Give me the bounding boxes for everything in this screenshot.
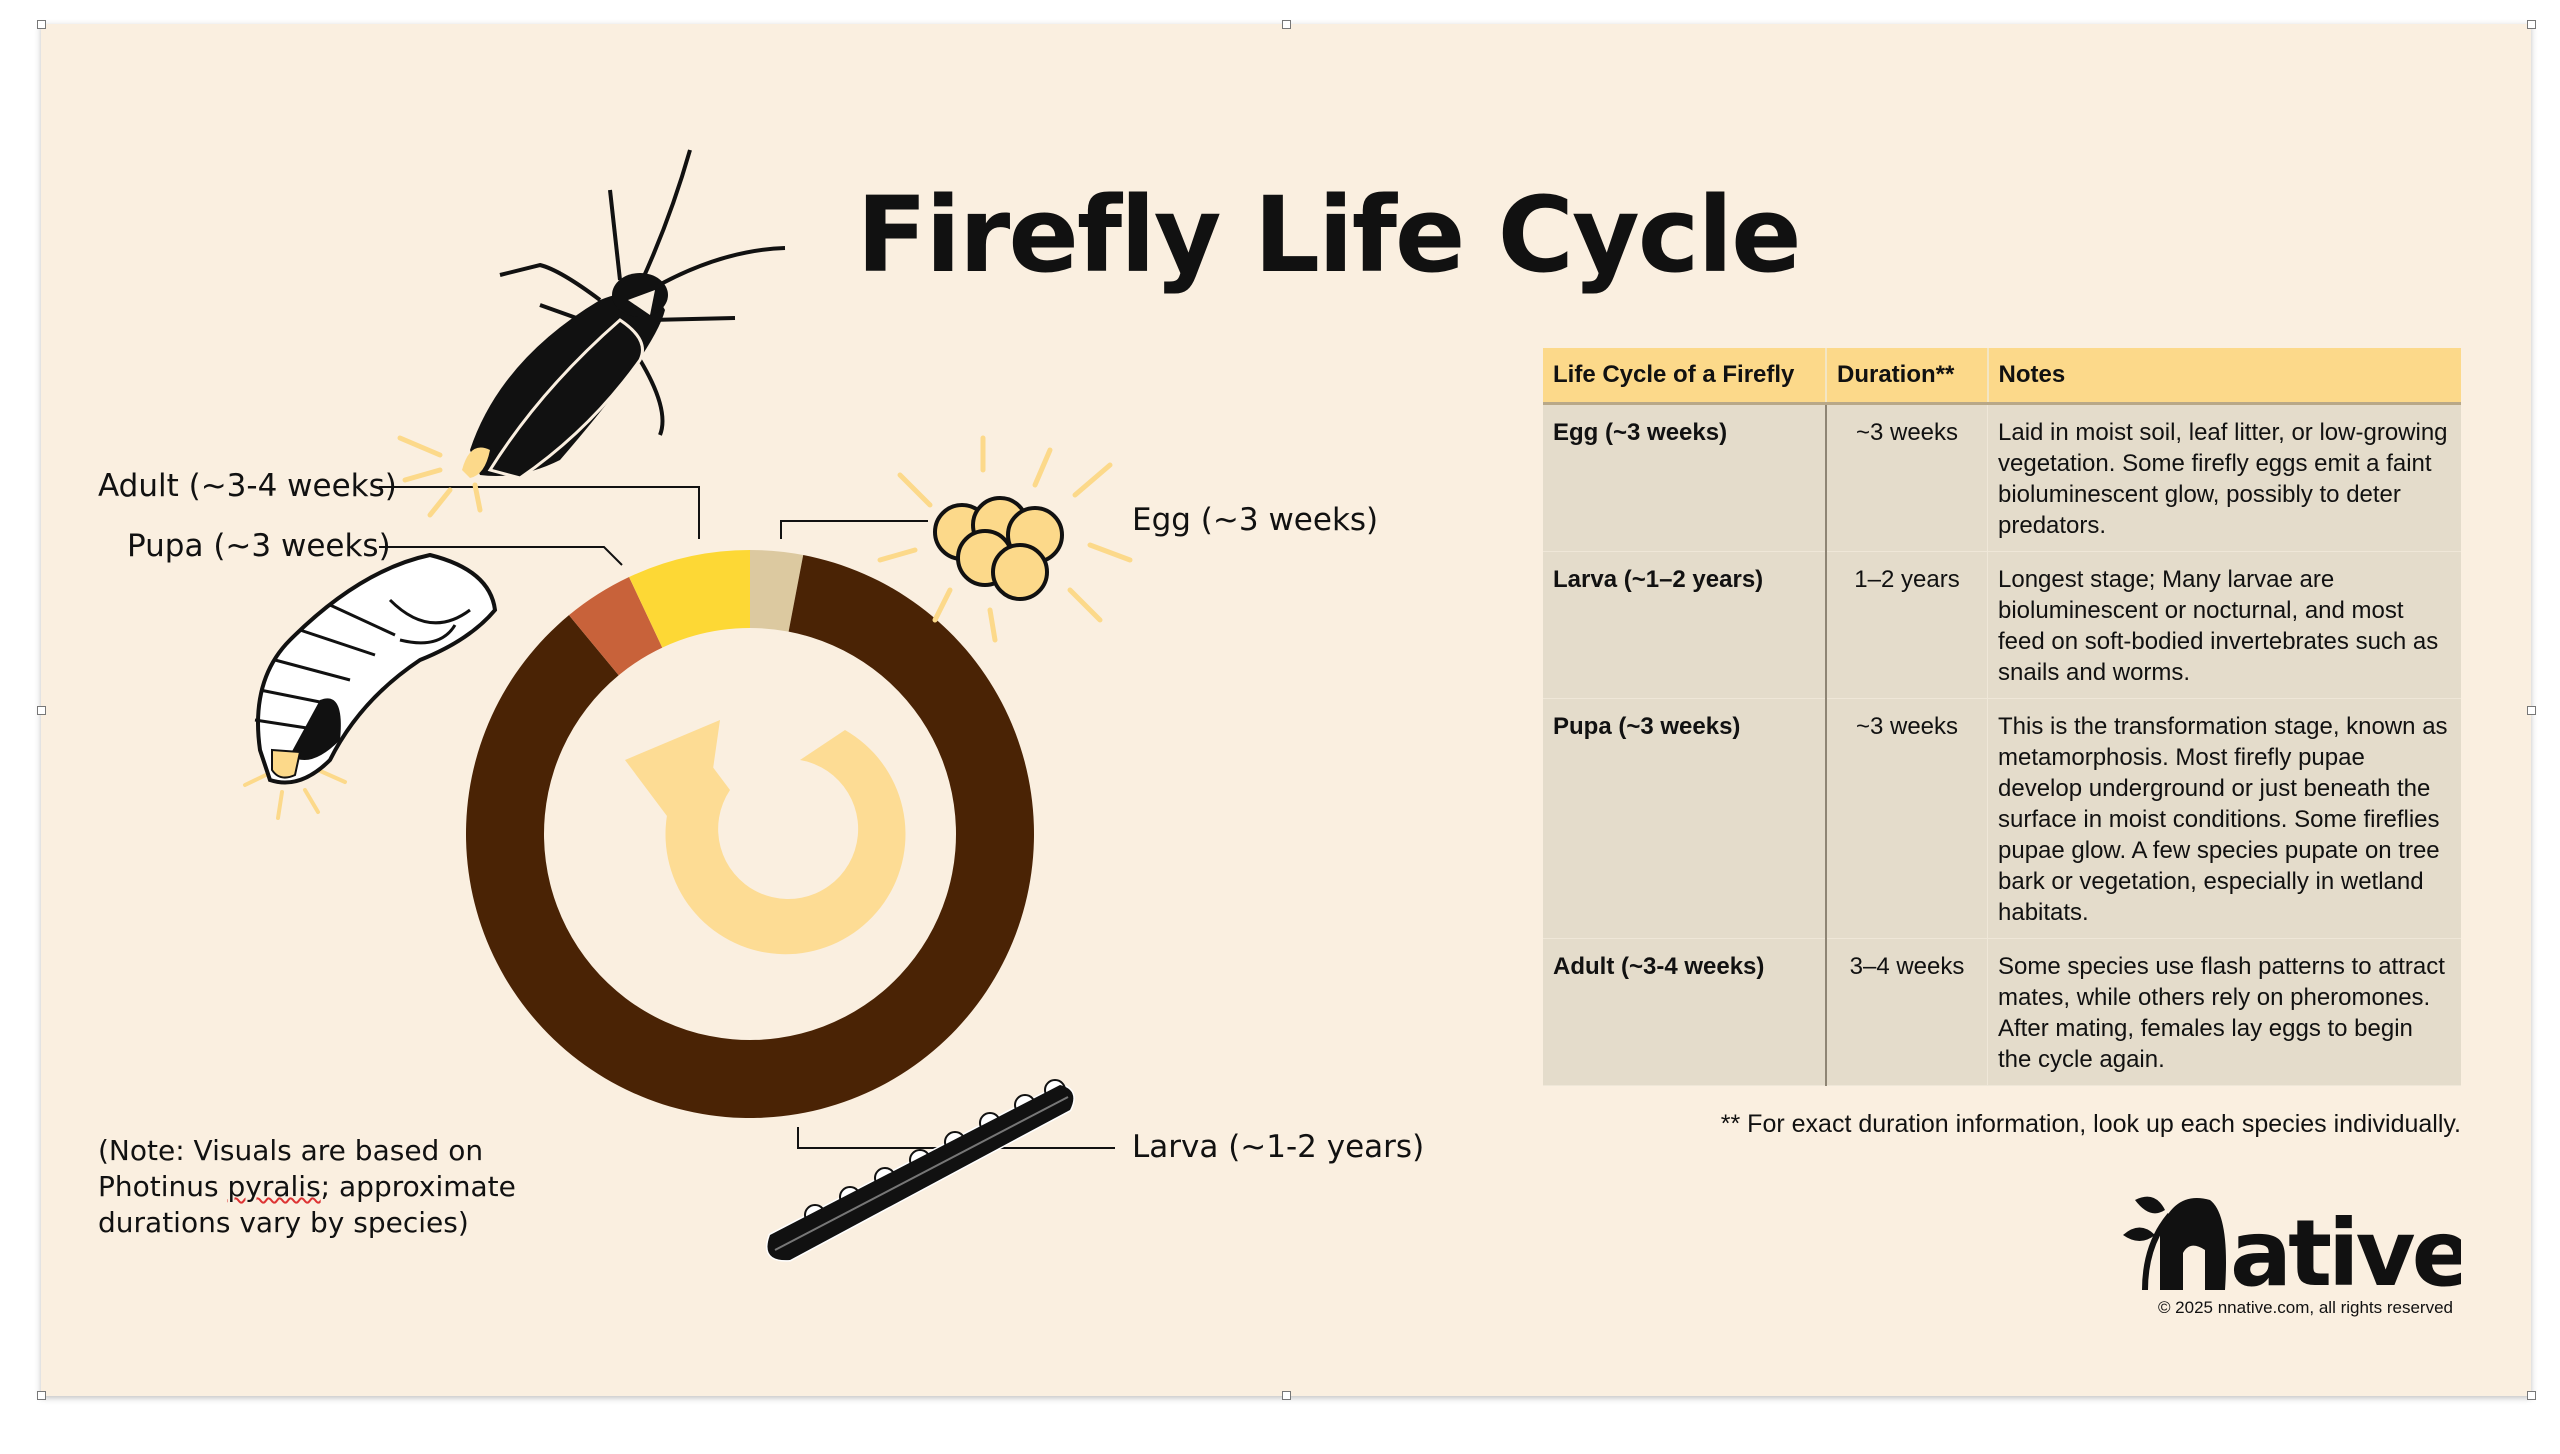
life-cycle-donut	[466, 550, 1034, 1118]
label-egg: Egg (~3 weeks)	[1132, 502, 1379, 538]
table-row: Egg (~3 weeks) ~3 weeks Laid in moist so…	[1543, 403, 2461, 552]
pupa-icon	[243, 552, 498, 820]
resize-handle[interactable]	[37, 20, 46, 29]
cell-duration: 3–4 weeks	[1826, 938, 1988, 1086]
cycle-arrow-icon	[625, 720, 906, 955]
table-header-row: Life Cycle of a Firefly Duration** Notes	[1543, 348, 2461, 405]
table-row: Adult (~3-4 weeks) 3–4 weeks Some specie…	[1543, 938, 2461, 1086]
header-stage: Life Cycle of a Firefly	[1543, 348, 1826, 405]
donut-segment-adult	[629, 550, 750, 648]
label-larva: Larva (~1-2 years)	[1132, 1129, 1425, 1165]
larva-icon	[766, 1079, 1075, 1262]
note-text: Photinus	[98, 1170, 228, 1203]
header-notes: Notes	[1987, 348, 2461, 405]
adult-firefly-icon	[397, 149, 786, 518]
label-adult: Adult (~3-4 weeks)	[98, 468, 397, 504]
page-title: Firefly Life Cycle	[856, 174, 1801, 296]
cell-notes: Laid in moist soil, leaf litter, or low-…	[1987, 403, 2461, 552]
note-line: durations vary by species)	[98, 1206, 469, 1239]
cell-duration: ~3 weeks	[1826, 698, 1988, 939]
leader-lines	[379, 486, 1115, 1149]
resize-handle[interactable]	[37, 706, 46, 715]
label-pupa: Pupa (~3 weeks)	[127, 528, 391, 564]
cell-stage: Larva (~1–2 years)	[1543, 551, 1827, 699]
cell-notes: Some species use flash patterns to attra…	[1987, 938, 2461, 1086]
note-line: Photinus pyralis; approximate	[98, 1169, 516, 1205]
table-footnote: ** For exact duration information, look …	[1720, 1110, 2461, 1138]
native-logo: ative	[2123, 1196, 2461, 1295]
donut-segment-pupa	[568, 577, 663, 676]
cell-stage: Egg (~3 weeks)	[1543, 403, 1827, 552]
cell-duration: ~3 weeks	[1826, 403, 1988, 552]
species-note: (Note: Visuals are based on Photinus pyr…	[98, 1133, 516, 1241]
cell-notes: Longest stage; Many larvae are biolumine…	[1987, 551, 2461, 699]
donut-segment-larva	[466, 555, 1034, 1118]
spellcheck-word[interactable]: pyralis	[227, 1170, 321, 1203]
donut-segment-egg	[750, 550, 804, 632]
eggs-icon	[877, 435, 1133, 643]
resize-handle[interactable]	[1282, 1391, 1291, 1400]
resize-handle[interactable]	[2527, 20, 2536, 29]
note-line: (Note: Visuals are based on	[98, 1134, 484, 1167]
note-text: ; approximate	[320, 1170, 516, 1203]
resize-handle[interactable]	[1282, 20, 1291, 29]
table-row: Larva (~1–2 years) 1–2 years Longest sta…	[1543, 551, 2461, 699]
header-duration: Duration**	[1825, 348, 1989, 405]
resize-handle[interactable]	[2527, 706, 2536, 715]
cell-stage: Adult (~3-4 weeks)	[1543, 938, 1827, 1086]
cell-notes: This is the transformation stage, known …	[1987, 698, 2461, 939]
svg-text:ative: ative	[2230, 1200, 2461, 1295]
cell-stage: Pupa (~3 weeks)	[1543, 698, 1827, 939]
life-cycle-table: Life Cycle of a Firefly Duration** Notes…	[1543, 348, 2461, 1086]
resize-handle[interactable]	[37, 1391, 46, 1400]
table-row: Pupa (~3 weeks) ~3 weeks This is the tra…	[1543, 698, 2461, 939]
copyright: © 2025 nnative.com, all rights reserved	[2157, 1298, 2453, 1317]
resize-handle[interactable]	[2527, 1391, 2536, 1400]
cell-duration: 1–2 years	[1826, 551, 1988, 699]
